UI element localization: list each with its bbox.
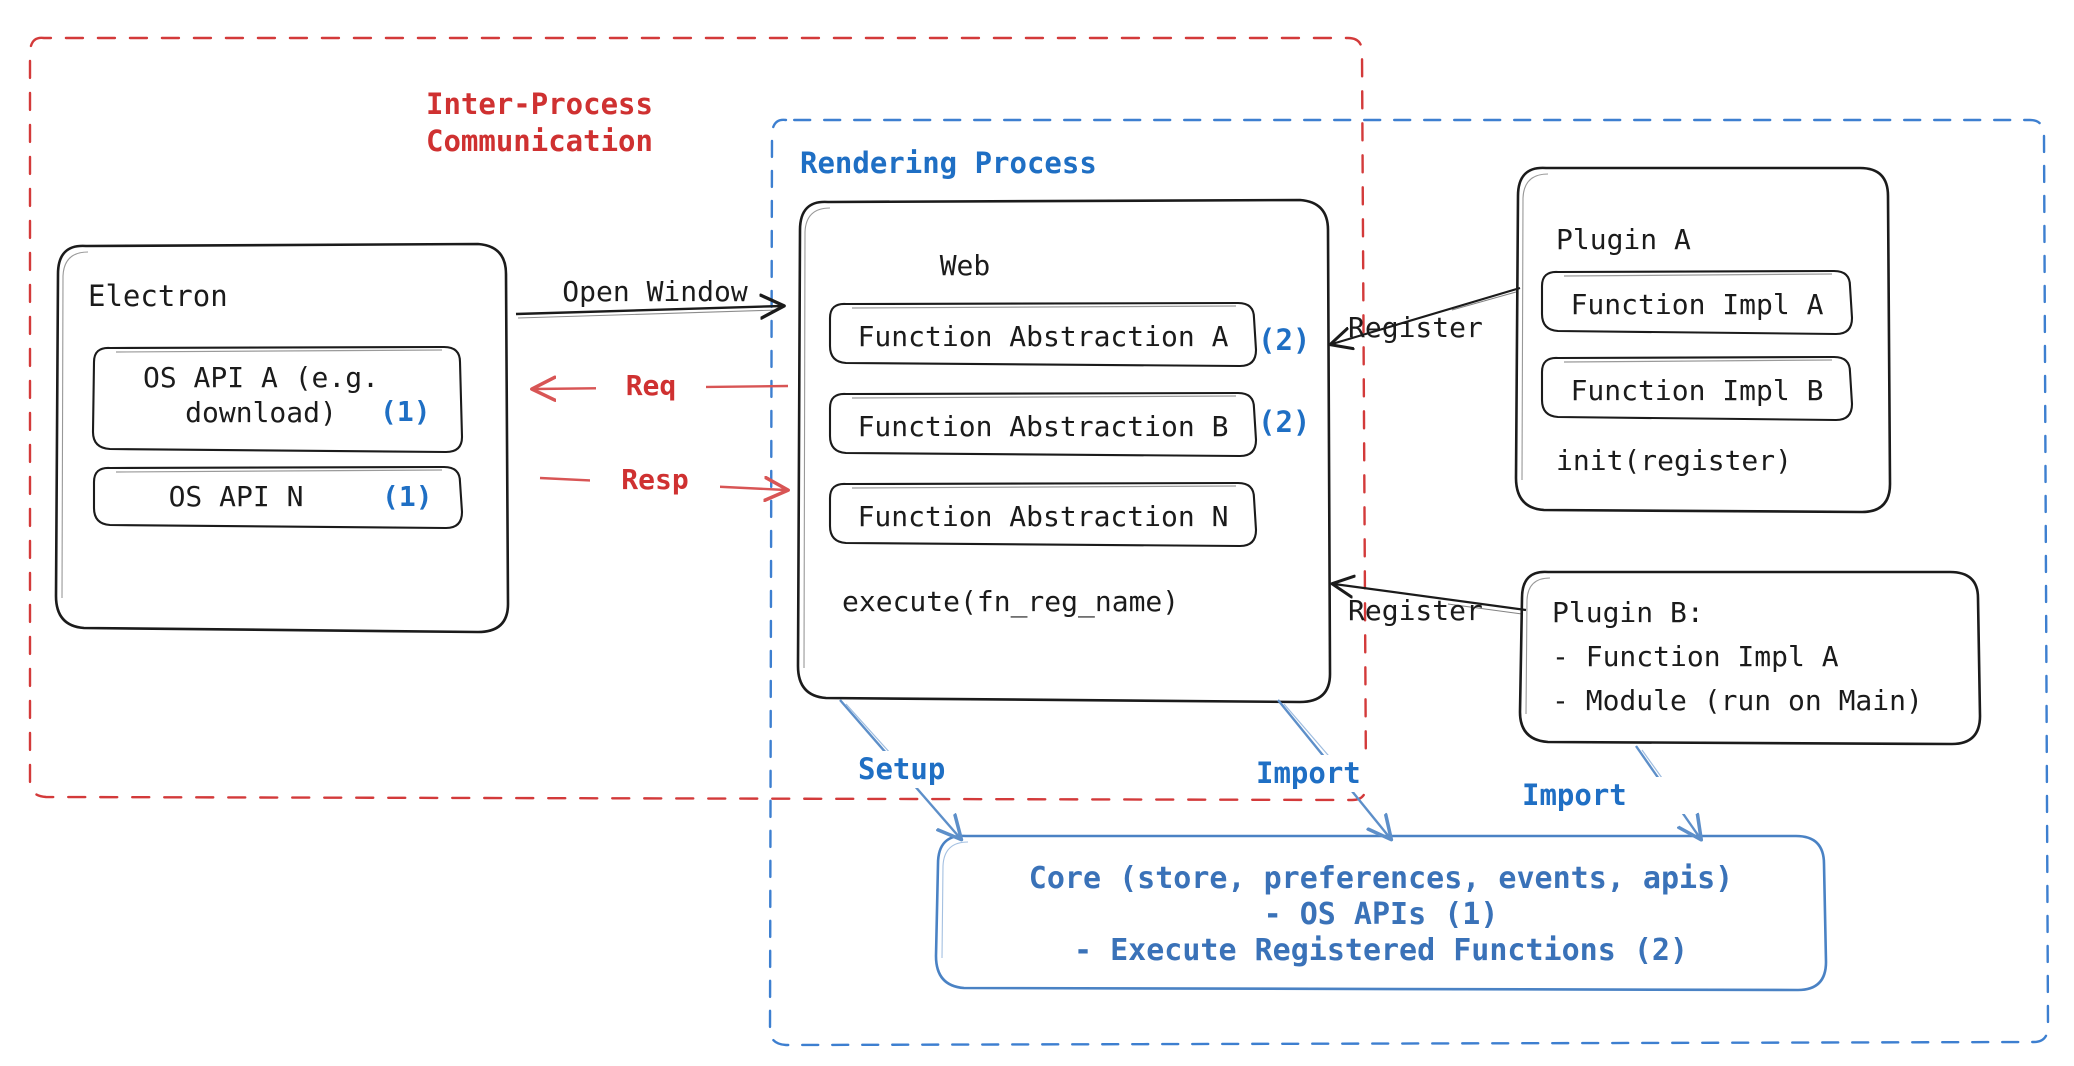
function-abstraction-a-marker: (2): [1258, 323, 1311, 357]
function-abstraction-b-box: [828, 391, 1258, 458]
plugin-b-line-1: Plugin B:: [1552, 596, 1704, 629]
rendering-process-boundary: [768, 118, 2050, 1047]
function-abstraction-a-box: [828, 301, 1258, 368]
req-label: Req: [596, 368, 706, 404]
plugin-a-box: [1514, 166, 1892, 514]
function-abstraction-b-label: Function Abstraction B: [857, 410, 1229, 443]
plugin-a-init-label: init(register): [1556, 444, 1793, 477]
setup-label: Setup: [858, 751, 1018, 788]
ipc-boundary: [28, 36, 1368, 802]
execute-label: execute(fn_reg_name): [842, 585, 1180, 618]
plugin-b-line-3: - Module (run on Main): [1552, 684, 1923, 717]
register-top-arrow: [1332, 286, 1521, 344]
function-impl-b-box: [1540, 355, 1854, 422]
plugin-b-line-2: - Function Impl A: [1552, 640, 1839, 673]
register-bottom-arrow: [1334, 584, 1527, 615]
core-line-1: Core (store, preferences, events, apis): [1028, 861, 1734, 896]
function-impl-b-label: Function Impl B: [1570, 374, 1824, 407]
import-left-label: Import: [1256, 755, 1426, 792]
core-box: [934, 834, 1828, 992]
function-impl-a-box: [1540, 269, 1854, 336]
function-abstraction-a-label: Function Abstraction A: [857, 320, 1229, 353]
register-top-label: Register: [1348, 311, 1483, 344]
os-api-n-box: [92, 465, 464, 530]
register-bottom-label: Register: [1348, 594, 1483, 627]
plugin-a-title: Plugin A: [1556, 223, 1691, 256]
os-api-n-marker: (1): [382, 480, 433, 513]
open-window-arrow: [515, 306, 782, 318]
function-abstraction-n-box: [828, 481, 1258, 548]
function-impl-a-label: Function Impl A: [1570, 288, 1824, 321]
os-api-a-label: OS API A (e.g. download): [142, 361, 379, 430]
open-window-label: Open Window: [562, 275, 748, 308]
electron-title: Electron: [88, 279, 228, 313]
rendering-process-label: Rendering Process: [800, 146, 1097, 180]
web-title: Web: [939, 249, 991, 282]
os-api-n-label: OS API N: [168, 480, 304, 513]
plugin-b-box: [1518, 570, 1982, 746]
function-abstraction-n-label: Function Abstraction N: [857, 500, 1229, 533]
os-api-a-box: [91, 345, 464, 454]
core-line-2: - OS APIs (1): [1263, 897, 1499, 932]
core-line-3: - Execute Registered Functions (2): [1073, 933, 1689, 968]
import-right-label: Import: [1522, 777, 1692, 814]
function-abstraction-b-marker: (2): [1258, 405, 1311, 439]
os-api-a-marker: (1): [380, 395, 431, 428]
resp-label: Resp: [590, 462, 720, 498]
ipc-label: Inter-Process Communication: [426, 87, 653, 158]
